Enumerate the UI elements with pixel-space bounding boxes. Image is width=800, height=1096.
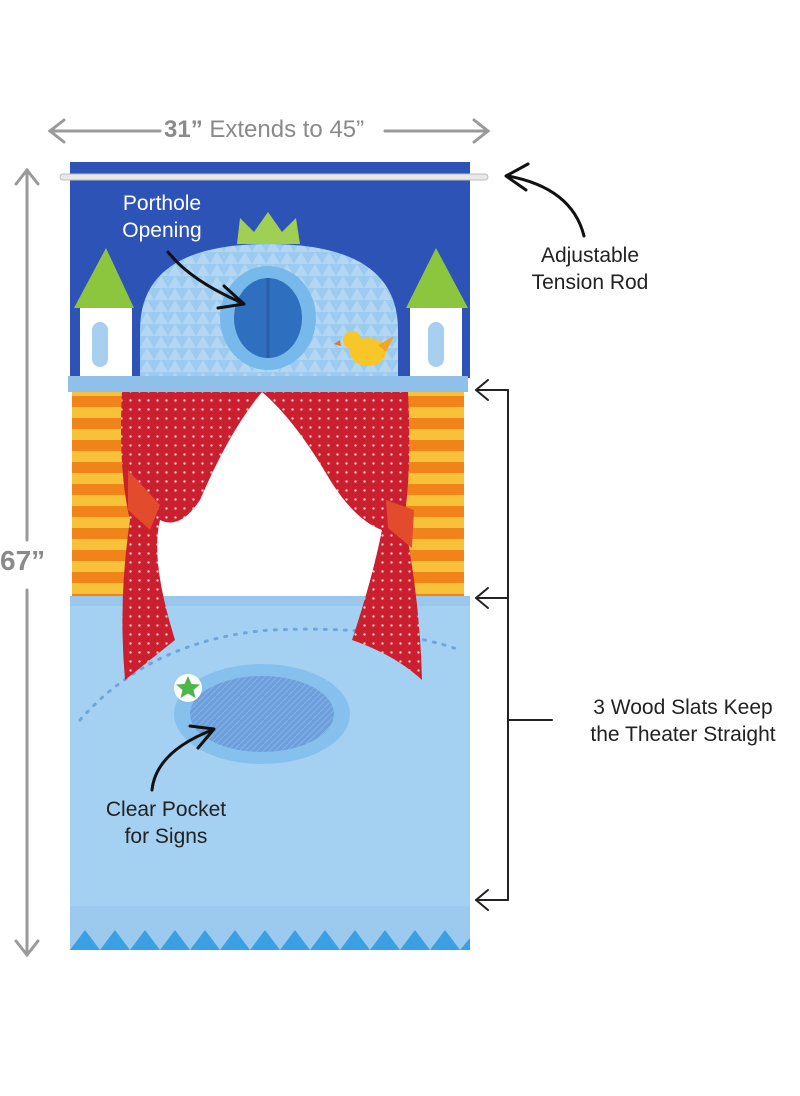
wood-slats-line-1: 3 Wood Slats Keep (593, 696, 773, 719)
tension-rod-line-2: Tension Rod (531, 271, 649, 294)
tension-rod-arrow (506, 174, 586, 238)
clear-pocket-line-1: Clear Pocket (105, 798, 227, 821)
wood-slats-bracket (475, 379, 553, 911)
porthole-opening[interactable] (220, 266, 316, 370)
tension-rod-callout: Adjustable Tension Rod (510, 242, 670, 296)
wood-slats-callout: 3 Wood Slats Keep the Theater Straight (566, 694, 800, 748)
right-tower (406, 248, 468, 377)
width-extends-text: Extends to 45” (209, 116, 365, 143)
height-value: 67” (0, 545, 46, 576)
crown (237, 212, 300, 244)
left-tower (74, 248, 134, 377)
tension-rod-line-1: Adjustable (540, 244, 640, 267)
porthole-line-2: Opening (122, 219, 202, 242)
yellow-bird (334, 331, 394, 366)
width-dimension-label: 31” Extends to 45” (164, 116, 364, 143)
clear-pocket[interactable] (174, 664, 350, 764)
height-dimension-arrow (14, 167, 40, 958)
porthole-arrow (166, 250, 242, 304)
wood-slats-line-2: the Theater Straight (590, 723, 776, 746)
zigzag-trim (70, 930, 470, 950)
tension-rod[interactable] (59, 173, 489, 181)
width-dimension-arrow (47, 118, 491, 144)
right-curtain (262, 392, 422, 680)
width-value: 31” (164, 116, 203, 143)
porthole-callout: Porthole Opening (100, 190, 224, 244)
clear-pocket-callout: Clear Pocket for Signs (86, 796, 246, 850)
clear-pocket-line-2: for Signs (124, 825, 208, 848)
porthole-line-1: Porthole (122, 192, 202, 215)
left-curtain (121, 392, 262, 680)
star-badge (174, 674, 202, 702)
top-slat-band (68, 376, 468, 392)
clear-pocket-arrow (150, 728, 214, 792)
